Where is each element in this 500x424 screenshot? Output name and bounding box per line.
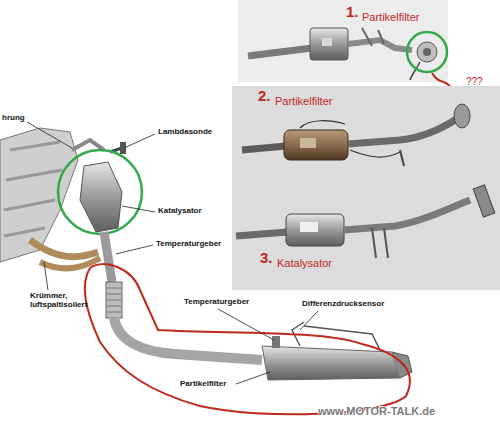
part-label: Temperaturgeber xyxy=(184,298,249,307)
highlight-circle xyxy=(407,32,447,72)
exhaust-drawing xyxy=(104,232,412,380)
leader-lines xyxy=(27,122,318,384)
part-label: Differenzdrucksensor xyxy=(302,300,384,309)
part-label: Lambdasonde xyxy=(158,128,212,137)
part-label: Krümmer, luftspaltisoliert xyxy=(30,292,102,310)
part-label: Partikelfilter xyxy=(180,380,226,389)
callout-number: 2. xyxy=(258,88,271,105)
part-label: Katalysator xyxy=(158,207,202,216)
question-note: ??? xyxy=(466,76,483,87)
photo-caption: Partikelfilter xyxy=(275,95,332,107)
part-label: hrung xyxy=(2,114,25,123)
photo-caption: Katalysator xyxy=(277,257,332,269)
photo-ground xyxy=(232,86,500,290)
photo-catalyst-3 xyxy=(236,185,495,258)
watermark: www.MOTOR-TALK.de xyxy=(318,405,435,417)
part-label: Temperaturgeber xyxy=(156,240,221,249)
photo-filter-2 xyxy=(242,104,470,166)
highlight-circle xyxy=(58,150,142,234)
callout-number: 3. xyxy=(260,250,273,267)
photo-filter-1 xyxy=(238,0,448,82)
photo-caption: Partikelfilter xyxy=(362,11,419,23)
red-outline xyxy=(85,264,410,414)
callout-number: 1. xyxy=(346,4,359,21)
